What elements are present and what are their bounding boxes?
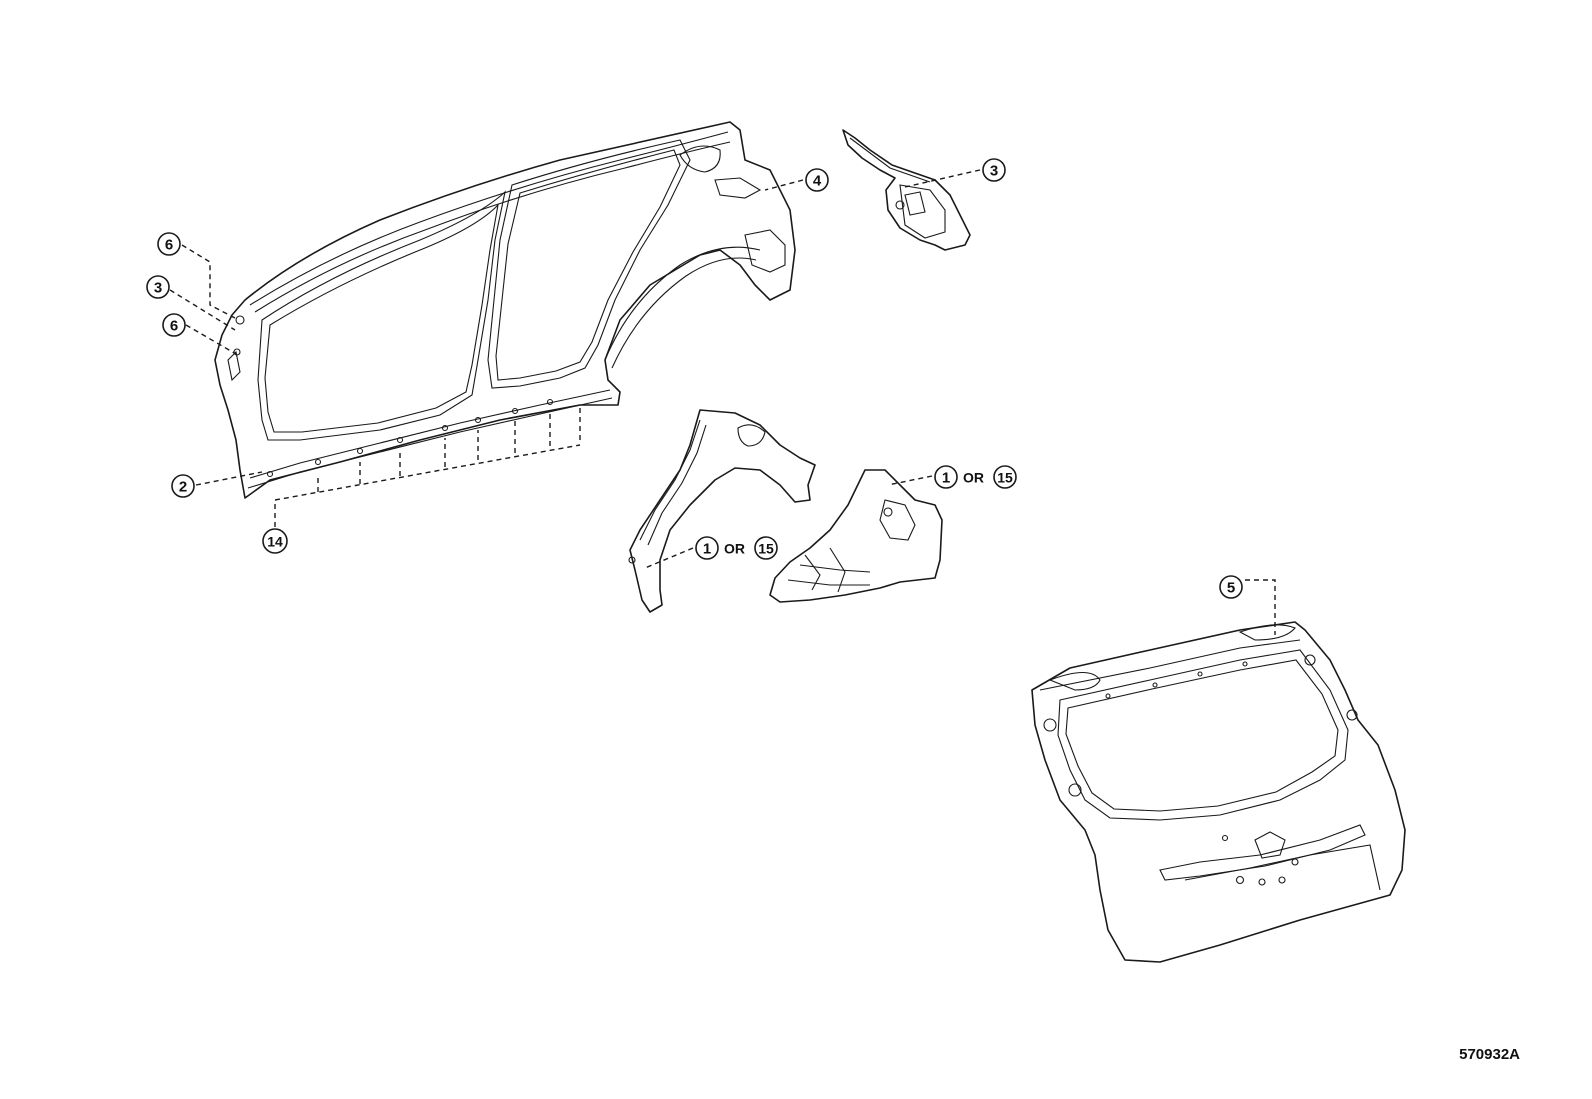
rear-wheel-house-outer <box>628 409 816 613</box>
callout-2: 2 <box>171 474 195 498</box>
svg-text:15: 15 <box>758 541 774 557</box>
callout-1-or-15-lower: 1 OR 15 <box>695 536 778 560</box>
callout-3-right: 3 <box>982 158 1006 182</box>
svg-text:3: 3 <box>990 163 998 180</box>
callout-6-top: 6 <box>157 232 181 256</box>
reference-code: 570932A <box>1459 1046 1520 1063</box>
rear-wheel-house-inner <box>769 469 943 603</box>
svg-text:5: 5 <box>1227 580 1235 597</box>
svg-text:1: 1 <box>942 470 950 487</box>
svg-text:6: 6 <box>165 237 173 254</box>
svg-text:OR: OR <box>963 470 984 486</box>
svg-text:4: 4 <box>813 173 822 190</box>
callout-5: 5 <box>1219 575 1243 599</box>
callout-4: 4 <box>805 168 829 192</box>
back-door-panel <box>1031 621 1406 963</box>
svg-text:1: 1 <box>703 541 711 558</box>
callout-6-lower: 6 <box>162 313 186 337</box>
callout-1-or-15-upper: 1 OR 15 <box>934 465 1017 489</box>
callout-14: 14 <box>262 528 288 554</box>
svg-text:OR: OR <box>724 541 745 557</box>
rear-pillar-inner-part <box>842 129 971 251</box>
svg-text:14: 14 <box>267 534 283 550</box>
body-side-outer-panel <box>214 121 796 499</box>
svg-text:6: 6 <box>170 318 178 335</box>
leader-lines <box>169 169 1276 635</box>
callout-3-left: 3 <box>146 275 170 299</box>
svg-text:15: 15 <box>997 470 1013 486</box>
svg-text:3: 3 <box>154 280 162 297</box>
svg-text:2: 2 <box>179 479 187 496</box>
